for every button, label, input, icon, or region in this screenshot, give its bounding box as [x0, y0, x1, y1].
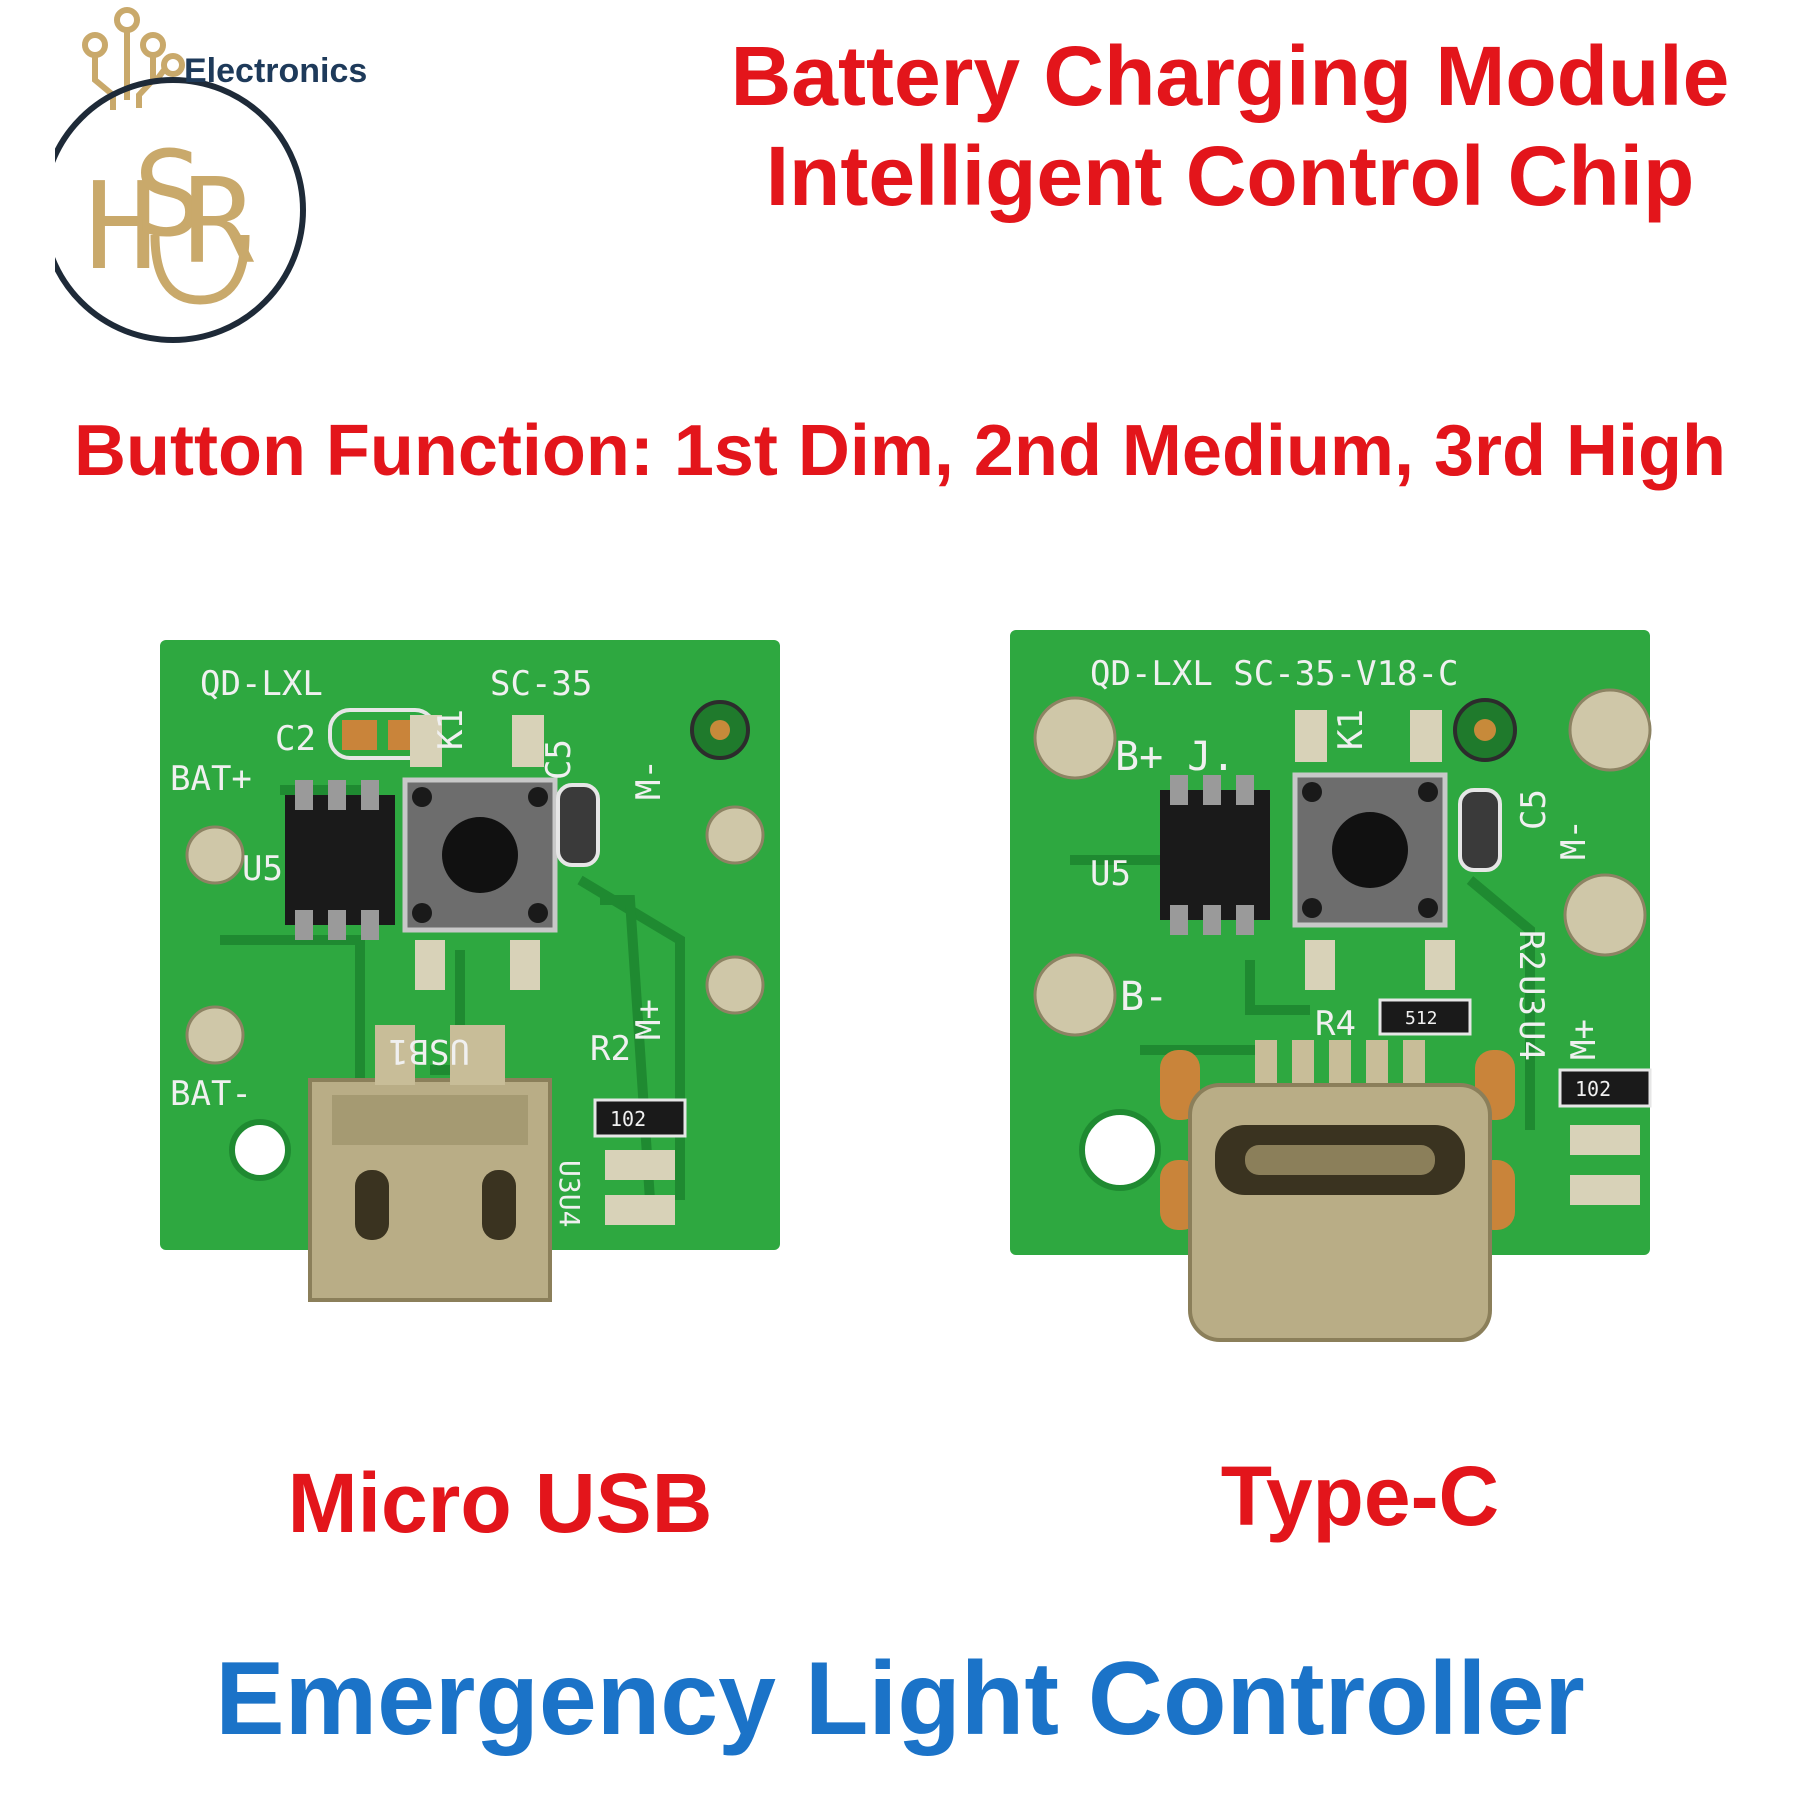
silk-u3: U3	[1511, 975, 1551, 1016]
silk-model: SC-35	[490, 664, 592, 704]
silk-r2: R2	[1511, 930, 1551, 971]
silk-m-minus: M-	[629, 759, 669, 800]
pcb-micro-usb: QD-LXL SC-35 C2 BAT+ U5 BAT- R2 USB1 K1 …	[160, 640, 780, 1302]
silk-m-plus: M+	[629, 999, 669, 1040]
silk-r2: R2	[590, 1029, 631, 1069]
pcb-type-c: QD-LXL SC-35-V18-C B+ J. U5 B- R4 512 10…	[1010, 630, 1652, 1342]
silk-maker: QD-LXL	[200, 664, 323, 704]
silk-resistor-code: 102	[1575, 1077, 1611, 1101]
silk-u5: U5	[1090, 854, 1131, 894]
silk-bat-plus: BAT+	[170, 759, 252, 799]
silk-m-plus: M+	[1564, 1019, 1604, 1060]
silk-resistor-code: 102	[610, 1107, 646, 1131]
silk-r4-code: 512	[1405, 1008, 1438, 1029]
title-line-1: Battery Charging Module	[730, 29, 1730, 123]
brand-name: Electronics	[184, 52, 368, 90]
silk-b-plus: B+ J.	[1115, 734, 1235, 780]
silk-c5: C5	[539, 739, 579, 780]
silk-c5: C5	[1514, 789, 1554, 830]
silk-r4: R4	[1315, 1004, 1356, 1044]
silk-u3u4: U3U4	[553, 1160, 586, 1227]
silk-c2: C2	[275, 719, 316, 759]
monogram-s: S	[133, 125, 204, 263]
label-type-c: Type-C	[1220, 1449, 1500, 1543]
title-line-2: Intelligent Control Chip	[765, 129, 1695, 223]
label-micro-usb: Micro USB	[287, 1456, 713, 1550]
button-function-text: Button Function: 1st Dim, 2nd Medium, 3r…	[74, 411, 1726, 491]
silk-bat-minus: BAT-	[170, 1074, 252, 1114]
silk-maker-model: QD-LXL SC-35-V18-C	[1090, 654, 1458, 694]
silk-m-minus: M-	[1554, 819, 1594, 860]
silk-k1: K1	[431, 709, 471, 750]
footer-title: Emergency Light Controller	[215, 1641, 1585, 1757]
silk-usb1: USB1	[388, 1031, 470, 1071]
silk-k1: K1	[1331, 709, 1371, 750]
silk-u5: U5	[242, 849, 283, 889]
silk-b-minus: B-	[1120, 974, 1168, 1020]
brand-logo: H S R	[55, 7, 306, 343]
monogram-h: H	[85, 158, 157, 297]
silk-u4: U4	[1511, 1020, 1551, 1061]
